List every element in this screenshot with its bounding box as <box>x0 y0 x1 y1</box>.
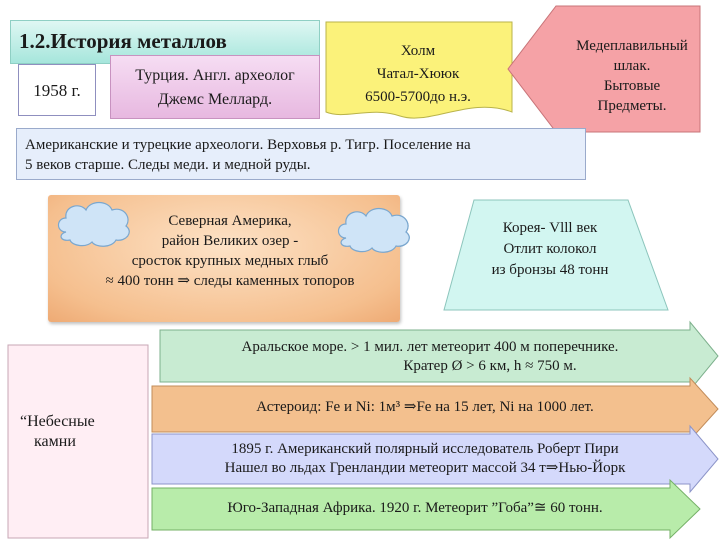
cloud-icon <box>57 201 130 247</box>
hill-line-2: Чатал-Хююк <box>376 66 460 82</box>
turkey-line-2: Джемс Меллард. <box>157 91 273 108</box>
asteroid-text: Астероид: Fe и Ni: 1м³ ⇒Fe на 15 лет, Ni… <box>160 398 690 417</box>
hill-text: Холм Чатал-Хююк 6500-5700до н.э. <box>338 40 498 109</box>
hill-line-1: Холм <box>400 43 436 59</box>
peary-arrow-shape <box>151 424 719 494</box>
korea-shape <box>443 199 669 311</box>
asteroid-line-1: Астероид: Fe и Ni: 1м³ ⇒Fe на 15 лет, Ni… <box>256 399 594 415</box>
goba-text: Юго-Западная Африка. 1920 г. Метеорит ”Г… <box>160 499 670 518</box>
archaeologists-line-1: Американские и турецкие археологи. Верхо… <box>25 137 471 153</box>
aral-line-1: Аральское море. > 1 мил. лет метеорит 40… <box>241 339 619 355</box>
north-america-line-4: ≈ 400 тонн ⇒ следы каменных топоров <box>105 273 355 289</box>
year-box: 1958 г. <box>18 64 96 116</box>
goba-line-1: Юго-Западная Африка. 1920 г. Метеорит ”Г… <box>227 500 603 516</box>
peary-text: 1895 г. Американский полярный исследоват… <box>160 440 690 478</box>
korea-line-3: из бронзы 48 тонн <box>491 262 609 278</box>
archaeologists-band: Американские и турецкие археологи. Верхо… <box>16 128 586 180</box>
aral-text: Аральское море. > 1 мил. лет метеорит 40… <box>170 338 690 376</box>
slag-text: Медеплавильный шлак. Бытовые Предметы. <box>548 36 716 116</box>
heavenly-line-2: камни <box>34 433 76 450</box>
aral-line-2: Кратер Ø > 6 км, h ≈ 750 м. <box>403 358 577 374</box>
korea-text: Корея- Vlll век Отлит колокол из бронзы … <box>456 218 644 281</box>
heavenly-line-1: “Небесные <box>20 413 95 430</box>
heavenly-column-shape <box>7 344 149 539</box>
north-america-text: Северная Америка, район Великих озер - с… <box>70 211 390 291</box>
slag-line-2: шлак. <box>613 58 651 74</box>
slag-line-4: Предметы. <box>597 98 667 114</box>
hill-shape <box>325 21 513 119</box>
north-america-line-2: район Великих озер - <box>161 233 299 249</box>
cloud-icon <box>337 207 410 253</box>
goba-arrow-shape <box>151 478 701 540</box>
slag-line-1: Медеплавильный <box>576 38 688 54</box>
heavenly-stones-label: “Небесные камни <box>20 412 130 452</box>
peary-line-2: Нашел во льдах Гренландии метеорит массо… <box>224 460 626 476</box>
hill-line-3: 6500-5700до н.э. <box>365 89 471 105</box>
slag-arrow-shape <box>507 5 701 133</box>
north-america-line-3: сросток крупных медных глыб <box>131 253 329 269</box>
korea-line-2: Отлит колокол <box>503 241 597 257</box>
korea-line-1: Корея- Vlll век <box>502 220 598 236</box>
turkey-line-1: Турция. Англ. археолог <box>135 67 295 84</box>
slag-line-3: Бытовые <box>603 78 661 94</box>
north-america-line-1: Северная Америка, <box>168 213 292 229</box>
peary-line-1: 1895 г. Американский полярный исследоват… <box>231 441 619 457</box>
turkey-box: Турция. Англ. археолог Джемс Меллард. <box>110 55 320 119</box>
archaeologists-line-2: 5 веков старше. Следы меди. и медной руд… <box>25 157 311 173</box>
